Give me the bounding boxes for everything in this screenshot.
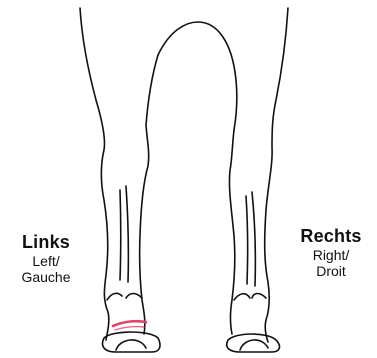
left-label-main: Links: [2, 232, 90, 253]
left-leg-label: Links Left/ Gauche: [2, 232, 90, 285]
left-label-english: Left/: [2, 253, 90, 269]
right-label-main: Rechts: [284, 226, 377, 247]
right-label-french: Droit: [284, 263, 377, 279]
left-coronet-highlight-inner: [115, 327, 144, 330]
right-hoof: [227, 334, 280, 352]
left-label-french: Gauche: [2, 269, 90, 285]
left-hoof: [103, 332, 161, 352]
body-arch: [158, 22, 237, 130]
right-leg-label: Rechts Right/ Droit: [284, 226, 377, 279]
right-label-english: Right/: [284, 247, 377, 263]
right-leg-outline: [229, 8, 288, 342]
left-coronet-highlight: [113, 321, 146, 326]
left-leg-outline: [80, 8, 158, 340]
